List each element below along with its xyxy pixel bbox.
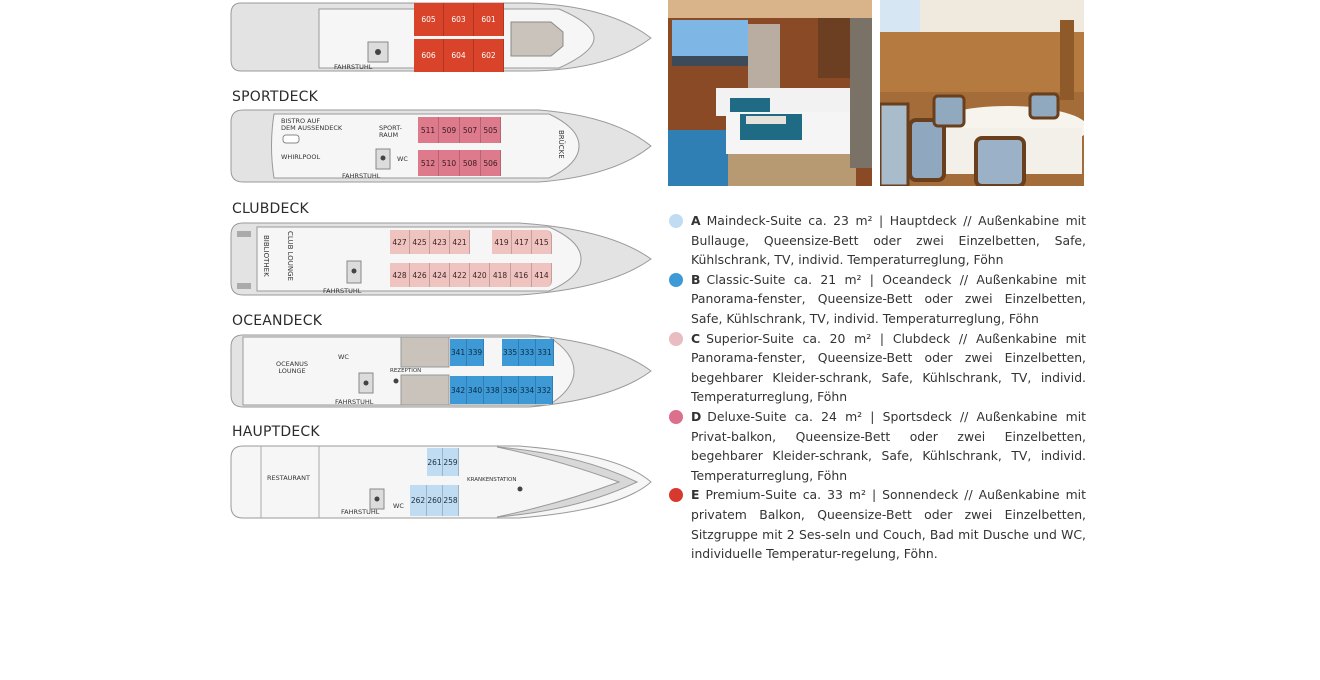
elevator-label: FAHRSTUHL xyxy=(341,508,380,516)
cabin-331[interactable]: 331 xyxy=(536,339,554,366)
cabin-261[interactable]: 261 xyxy=(427,448,443,476)
oceanus-lounge-label: OCEANUS LOUNGE xyxy=(276,360,308,376)
legend-text: Premium-Suite ca. 33 m² | Sonnendeck // … xyxy=(691,487,1086,562)
cabin-342[interactable]: 342 xyxy=(450,376,467,404)
wc-label: WC xyxy=(397,155,408,163)
legend-text: Superior-Suite ca. 20 m² | Clubdeck // A… xyxy=(691,330,1086,405)
cabin-426[interactable]: 426 xyxy=(410,263,430,287)
category-a-dot-icon xyxy=(669,214,683,228)
reception-label: REZEPTION xyxy=(390,368,422,374)
cabin-423[interactable]: 423 xyxy=(430,230,450,254)
cabin-338[interactable]: 338 xyxy=(484,376,502,404)
category-d-dot-icon xyxy=(669,409,683,424)
deck-plan-sonnendeck: 605 603 601 606 604 602 FAHRSTUHL xyxy=(229,0,653,74)
bridge-label: BRÜCKE xyxy=(557,130,565,159)
cabin-605[interactable]: 605 xyxy=(414,3,444,36)
legend-key: D xyxy=(691,408,702,424)
legend-text: Classic-Suite ca. 21 m² | Oceandeck // A… xyxy=(691,271,1086,326)
ship-outline xyxy=(230,109,652,183)
library-label: BIBLIOTHEK xyxy=(262,235,270,277)
cabin-510[interactable]: 510 xyxy=(439,150,460,176)
cabin-333[interactable]: 333 xyxy=(519,339,536,366)
suite-bedroom-photo xyxy=(668,0,872,186)
cabin-415[interactable]: 415 xyxy=(532,230,552,254)
restaurant-photo xyxy=(880,0,1084,186)
cabin-601[interactable]: 601 xyxy=(474,3,504,36)
cabin-506[interactable]: 506 xyxy=(481,150,501,176)
cabin-512[interactable]: 512 xyxy=(418,150,439,176)
deck-title-oceandeck: OCEANDECK xyxy=(232,313,323,329)
cabin-414[interactable]: 414 xyxy=(532,263,552,287)
cabin-335[interactable]: 335 xyxy=(502,339,519,366)
cabin-422[interactable]: 422 xyxy=(450,263,470,287)
cabin-339[interactable]: 339 xyxy=(467,339,484,366)
cabin-509[interactable]: 509 xyxy=(439,117,460,143)
cabin-341[interactable]: 341 xyxy=(450,339,467,366)
legend-text: Maindeck-Suite ca. 23 m² | Hauptdeck // … xyxy=(691,213,1086,268)
cabin-332[interactable]: 332 xyxy=(536,376,553,404)
elevator-label: FAHRSTUHL xyxy=(334,63,373,71)
cabin-340[interactable]: 340 xyxy=(467,376,484,404)
cabin-416[interactable]: 416 xyxy=(511,263,532,287)
deck-plan-sportdeck: BISTRO AUF DEM AUSSENDECK WHIRLPOOL SPOR… xyxy=(229,108,653,184)
whirlpool-label: WHIRLPOOL xyxy=(281,153,321,161)
cabin-424[interactable]: 424 xyxy=(430,263,450,287)
legend-key: C xyxy=(691,330,701,346)
legend-key: B xyxy=(691,271,701,287)
sportraum-label: SPORT- RAUM xyxy=(379,124,402,140)
ship-outline xyxy=(230,445,652,519)
legend-key: E xyxy=(691,487,700,503)
cabin-336[interactable]: 336 xyxy=(502,376,519,404)
deck-plan-hauptdeck: RESTAURANT KRANKENSTATION FAHRSTUHL WC 2… xyxy=(229,444,653,520)
elevator-label: FAHRSTUHL xyxy=(342,172,381,180)
cabin-417[interactable]: 417 xyxy=(512,230,532,254)
infirmary-label: KRANKENSTATION xyxy=(467,477,517,483)
category-c-dot-icon xyxy=(669,331,683,346)
restaurant-label: RESTAURANT xyxy=(267,474,310,482)
wc-label: WC xyxy=(338,353,349,361)
cabin-511[interactable]: 511 xyxy=(418,117,439,143)
legend-text: Deluxe-Suite ca. 24 m² | Sportsdeck // A… xyxy=(691,408,1086,483)
elevator-label: FAHRSTUHL xyxy=(323,287,362,295)
cabin-334[interactable]: 334 xyxy=(519,376,536,404)
bistro-label: BISTRO AUF DEM AUSSENDECK xyxy=(281,117,343,133)
cabin-604[interactable]: 604 xyxy=(444,39,474,72)
cabin-603[interactable]: 603 xyxy=(444,3,474,36)
deck-plan-clubdeck: BIBLIOTHEK CLUB LOUNGE FAHRSTUHL 427 425… xyxy=(229,221,653,297)
cabin-259[interactable]: 259 xyxy=(443,448,459,476)
cabin-419[interactable]: 419 xyxy=(492,230,512,254)
cabin-505[interactable]: 505 xyxy=(481,117,501,143)
elevator-label: FAHRSTUHL xyxy=(335,398,374,406)
category-e-dot-icon xyxy=(669,488,683,503)
cabin-508[interactable]: 508 xyxy=(460,150,481,176)
legend-key: A xyxy=(691,213,701,228)
cabin-427[interactable]: 427 xyxy=(390,230,410,254)
cabin-418[interactable]: 418 xyxy=(490,263,511,287)
deck-title-hauptdeck: HAUPTDECK xyxy=(232,424,320,440)
cabin-258[interactable]: 258 xyxy=(443,485,459,516)
cabin-260[interactable]: 260 xyxy=(427,485,443,516)
deck-title-clubdeck: CLUBDECK xyxy=(232,201,309,217)
deck-title-sportdeck: SPORTDECK xyxy=(232,89,318,105)
cabin-262[interactable]: 262 xyxy=(410,485,427,516)
cabin-602[interactable]: 602 xyxy=(474,39,504,72)
cabin-420[interactable]: 420 xyxy=(470,263,490,287)
cabin-428[interactable]: 428 xyxy=(390,263,410,287)
club-lounge-label: CLUB LOUNGE xyxy=(286,231,294,281)
ship-outline xyxy=(230,2,652,72)
cabin-425[interactable]: 425 xyxy=(410,230,430,254)
deck-plan-oceandeck: OCEANUS LOUNGE WC REZEPTION FAHRSTUHL 34… xyxy=(229,333,653,409)
cabin-507[interactable]: 507 xyxy=(460,117,481,143)
cabin-421[interactable]: 421 xyxy=(450,230,470,254)
category-b-dot-icon xyxy=(669,272,683,287)
cabin-606[interactable]: 606 xyxy=(414,39,444,72)
wc-label: WC xyxy=(393,502,404,510)
